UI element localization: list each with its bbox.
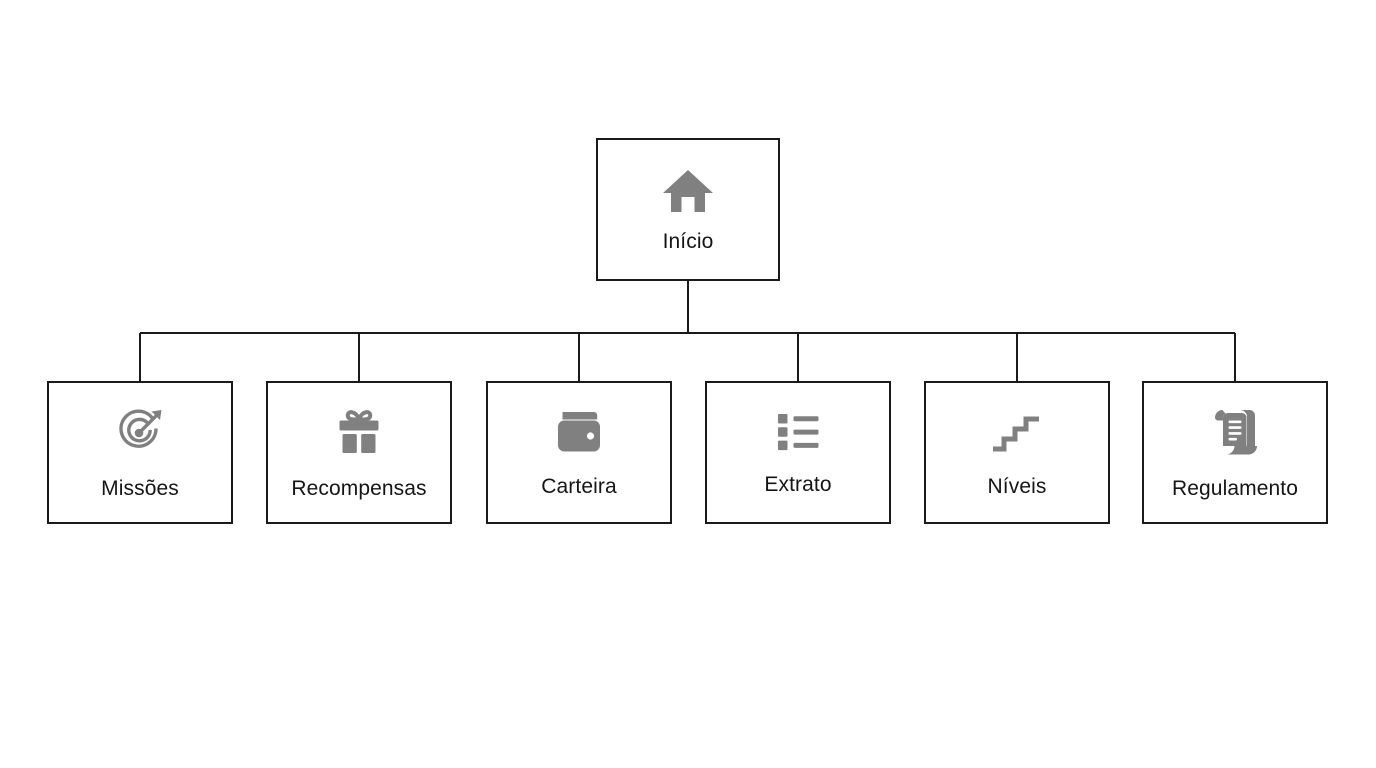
node-recompensas[interactable]: Recompensas: [266, 381, 452, 524]
node-missoes[interactable]: Missões: [47, 381, 233, 524]
node-inicio[interactable]: Início: [596, 138, 780, 281]
stairs-icon: [989, 408, 1045, 456]
node-label: Início: [662, 230, 714, 253]
node-label: Níveis: [987, 475, 1047, 498]
node-extrato[interactable]: Extrato: [705, 381, 891, 524]
home-icon: [662, 167, 714, 215]
node-carteira[interactable]: Carteira: [486, 381, 672, 524]
node-label: Carteira: [541, 475, 617, 498]
node-regulamento[interactable]: Regulamento: [1142, 381, 1328, 524]
target-icon: [114, 406, 166, 458]
wallet-icon: [553, 408, 605, 456]
node-label: Regulamento: [1171, 477, 1298, 500]
node-label: Extrato: [764, 473, 832, 496]
scroll-icon: [1209, 406, 1261, 458]
gift-icon: [333, 406, 385, 458]
node-label: Recompensas: [291, 477, 427, 500]
node-niveis[interactable]: Níveis: [924, 381, 1110, 524]
list-icon: [772, 410, 824, 454]
node-label: Missões: [101, 477, 179, 500]
